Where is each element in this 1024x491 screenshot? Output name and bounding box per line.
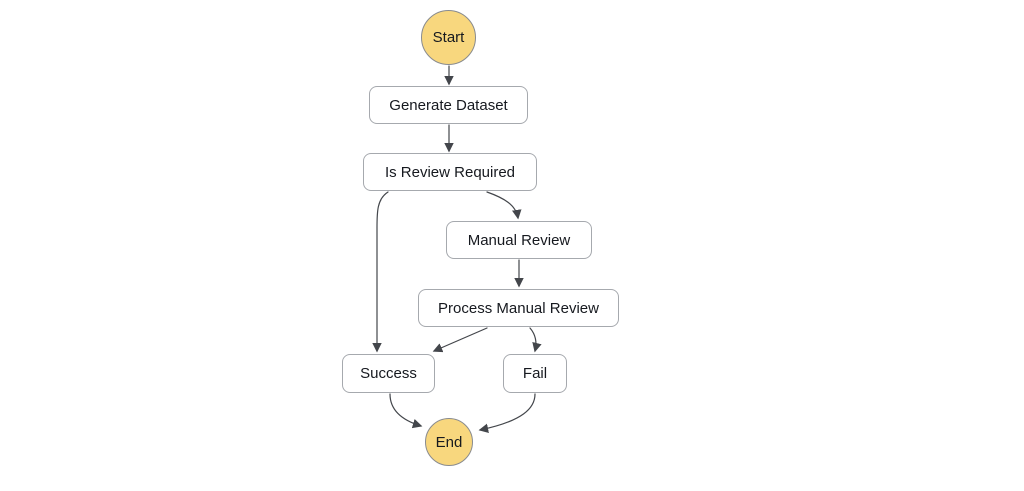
node-success[interactable]: Success (342, 354, 435, 393)
edge-process-manual-review-to-success (432, 327, 488, 353)
node-start-label: Start (432, 29, 465, 46)
node-generate-dataset-label: Generate Dataset (389, 96, 508, 114)
node-is-review-required-label: Is Review Required (384, 163, 516, 181)
node-fail-label: Fail (522, 365, 548, 382)
node-process-manual-review-label: Process Manual Review (438, 299, 599, 317)
edge-is-review-required-to-success (372, 191, 389, 353)
edge-is-review-required-to-manual-review (486, 191, 522, 220)
node-process-manual-review[interactable]: Process Manual Review (418, 289, 619, 327)
node-start[interactable]: Start (421, 10, 476, 65)
node-success-label: Success (360, 365, 417, 382)
node-manual-review[interactable]: Manual Review (446, 221, 592, 259)
node-manual-review-label: Manual Review (467, 231, 571, 249)
node-end-label: End (435, 433, 463, 451)
edge-process-manual-review-to-fail (529, 327, 542, 353)
node-generate-dataset[interactable]: Generate Dataset (369, 86, 528, 124)
edge-success-to-end (389, 393, 423, 429)
node-fail[interactable]: Fail (503, 354, 567, 393)
node-end[interactable]: End (425, 418, 473, 466)
edge-fail-to-end (478, 393, 536, 434)
node-is-review-required[interactable]: Is Review Required (363, 153, 537, 191)
